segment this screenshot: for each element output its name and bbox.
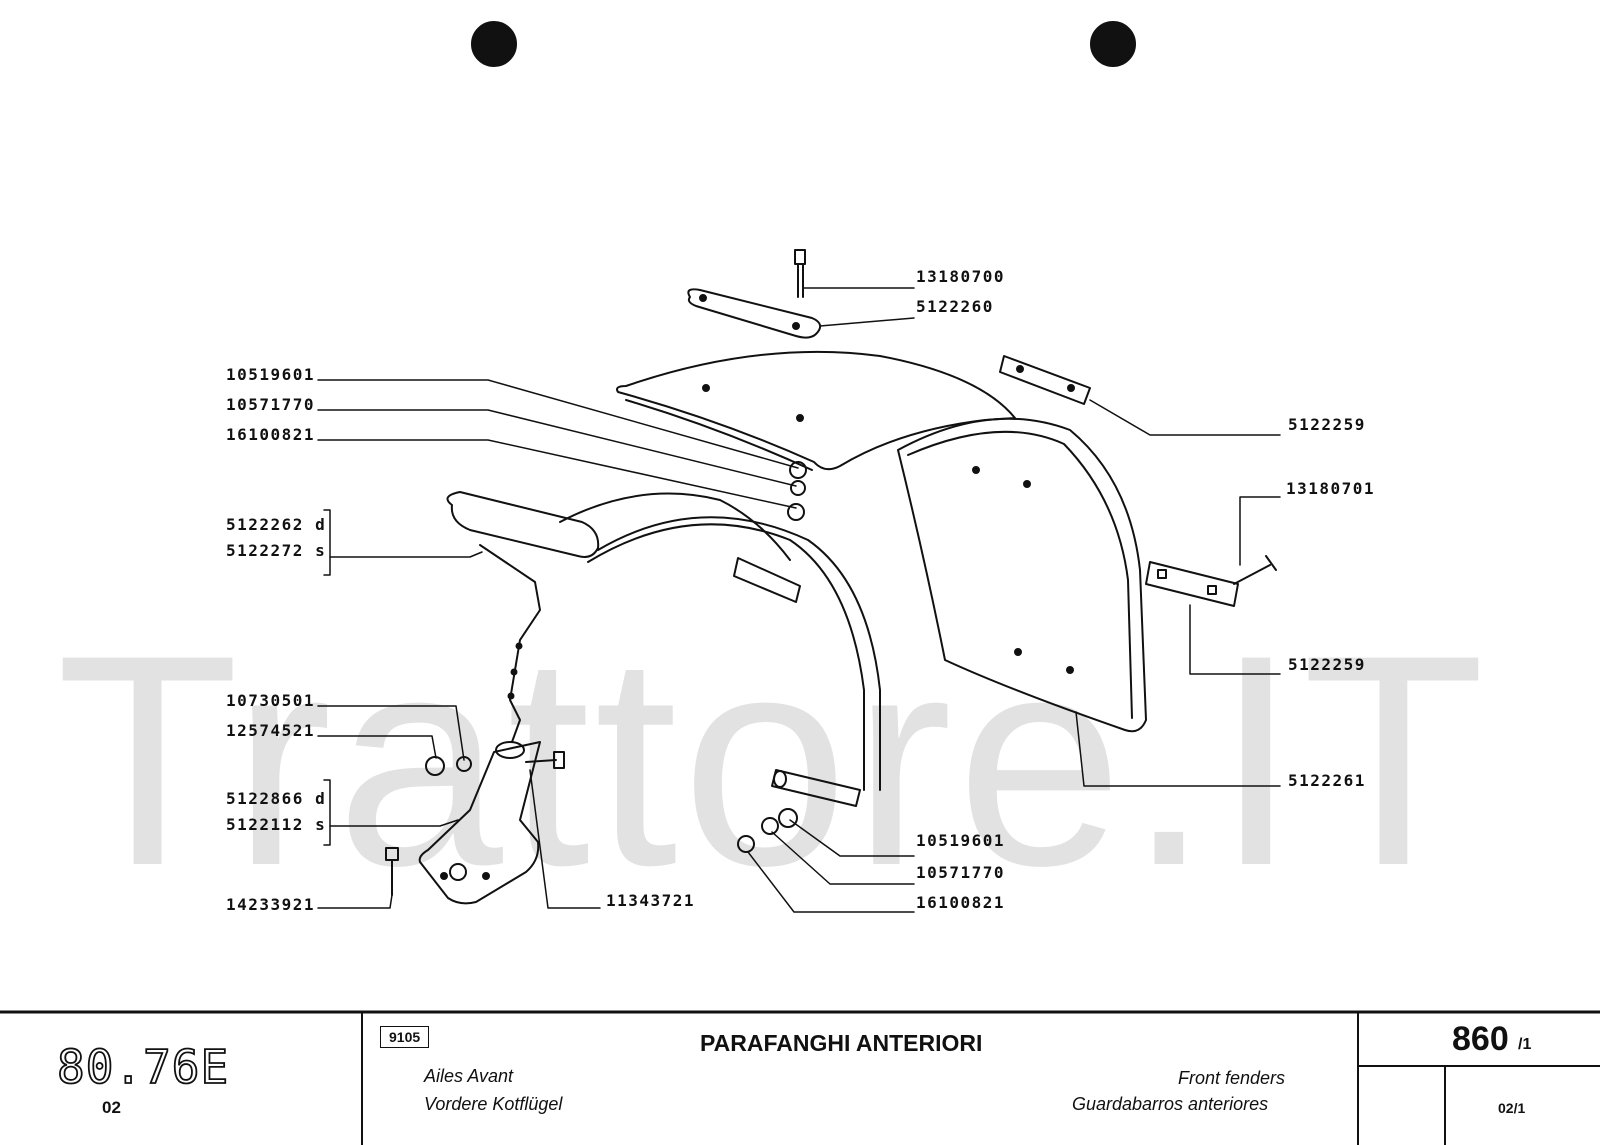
- label-5122260: 5122260: [916, 297, 994, 316]
- code-box: 9105: [380, 1026, 430, 1048]
- label-5122112-s: 5122112 s: [226, 815, 327, 834]
- fender-panel-part: [897, 417, 1147, 733]
- label-10519601-left: 10519601: [226, 365, 316, 384]
- page-sub: 02/1: [1498, 1100, 1526, 1116]
- label-12574521: 12574521: [226, 721, 316, 740]
- label-10571770-left: 10571770: [226, 395, 316, 414]
- footer-rules: [0, 1010, 1600, 1145]
- label-5122259-lower: 5122259: [1288, 655, 1366, 674]
- punch-hole-left: [471, 21, 517, 67]
- page-number: 860: [1452, 1020, 1509, 1058]
- page-suffix: /1: [1518, 1036, 1532, 1053]
- title-de: Vordere Kotflügel: [424, 1094, 563, 1114]
- label-5122866-d: 5122866 d: [226, 789, 327, 808]
- upper-fender: [616, 350, 1016, 471]
- punch-hole-right: [1090, 21, 1136, 67]
- label-10571770-lower: 10571770: [916, 863, 1006, 882]
- label-16100821-left: 16100821: [226, 425, 316, 444]
- model-number: 80.76E: [56, 1039, 230, 1095]
- label-10519601-lower: 10519601: [916, 831, 1006, 850]
- leader-lines: [317, 287, 1281, 913]
- top-plate-part: [687, 249, 822, 339]
- fender-frame-part: [446, 491, 881, 807]
- model-sub: 02: [102, 1098, 121, 1117]
- label-5122259-upper: 5122259: [1288, 415, 1366, 434]
- page-title: PARAFANGHI ANTERIORI: [700, 1030, 983, 1056]
- fasteners: [737, 461, 807, 853]
- title-fr: Ailes Avant: [424, 1066, 514, 1086]
- label-13180701: 13180701: [1286, 479, 1376, 498]
- title-es: Guardabarros anteriores: [1072, 1094, 1269, 1114]
- label-5122272-s: 5122272 s: [226, 541, 327, 560]
- label-13180700: 13180700: [916, 267, 1006, 286]
- label-16100821-lower: 16100821: [916, 893, 1006, 912]
- label-11343721: 11343721: [606, 891, 696, 910]
- right-plates-part: [999, 355, 1277, 607]
- label-10730501: 10730501: [226, 691, 316, 710]
- label-5122261: 5122261: [1288, 771, 1366, 790]
- label-5122262-d: 5122262 d: [226, 515, 327, 534]
- label-14233921: 14233921: [226, 895, 316, 914]
- bracket-part: [385, 741, 565, 905]
- watermark: Trattore.IT: [56, 592, 1490, 928]
- title-en: Front fenders: [1178, 1068, 1286, 1088]
